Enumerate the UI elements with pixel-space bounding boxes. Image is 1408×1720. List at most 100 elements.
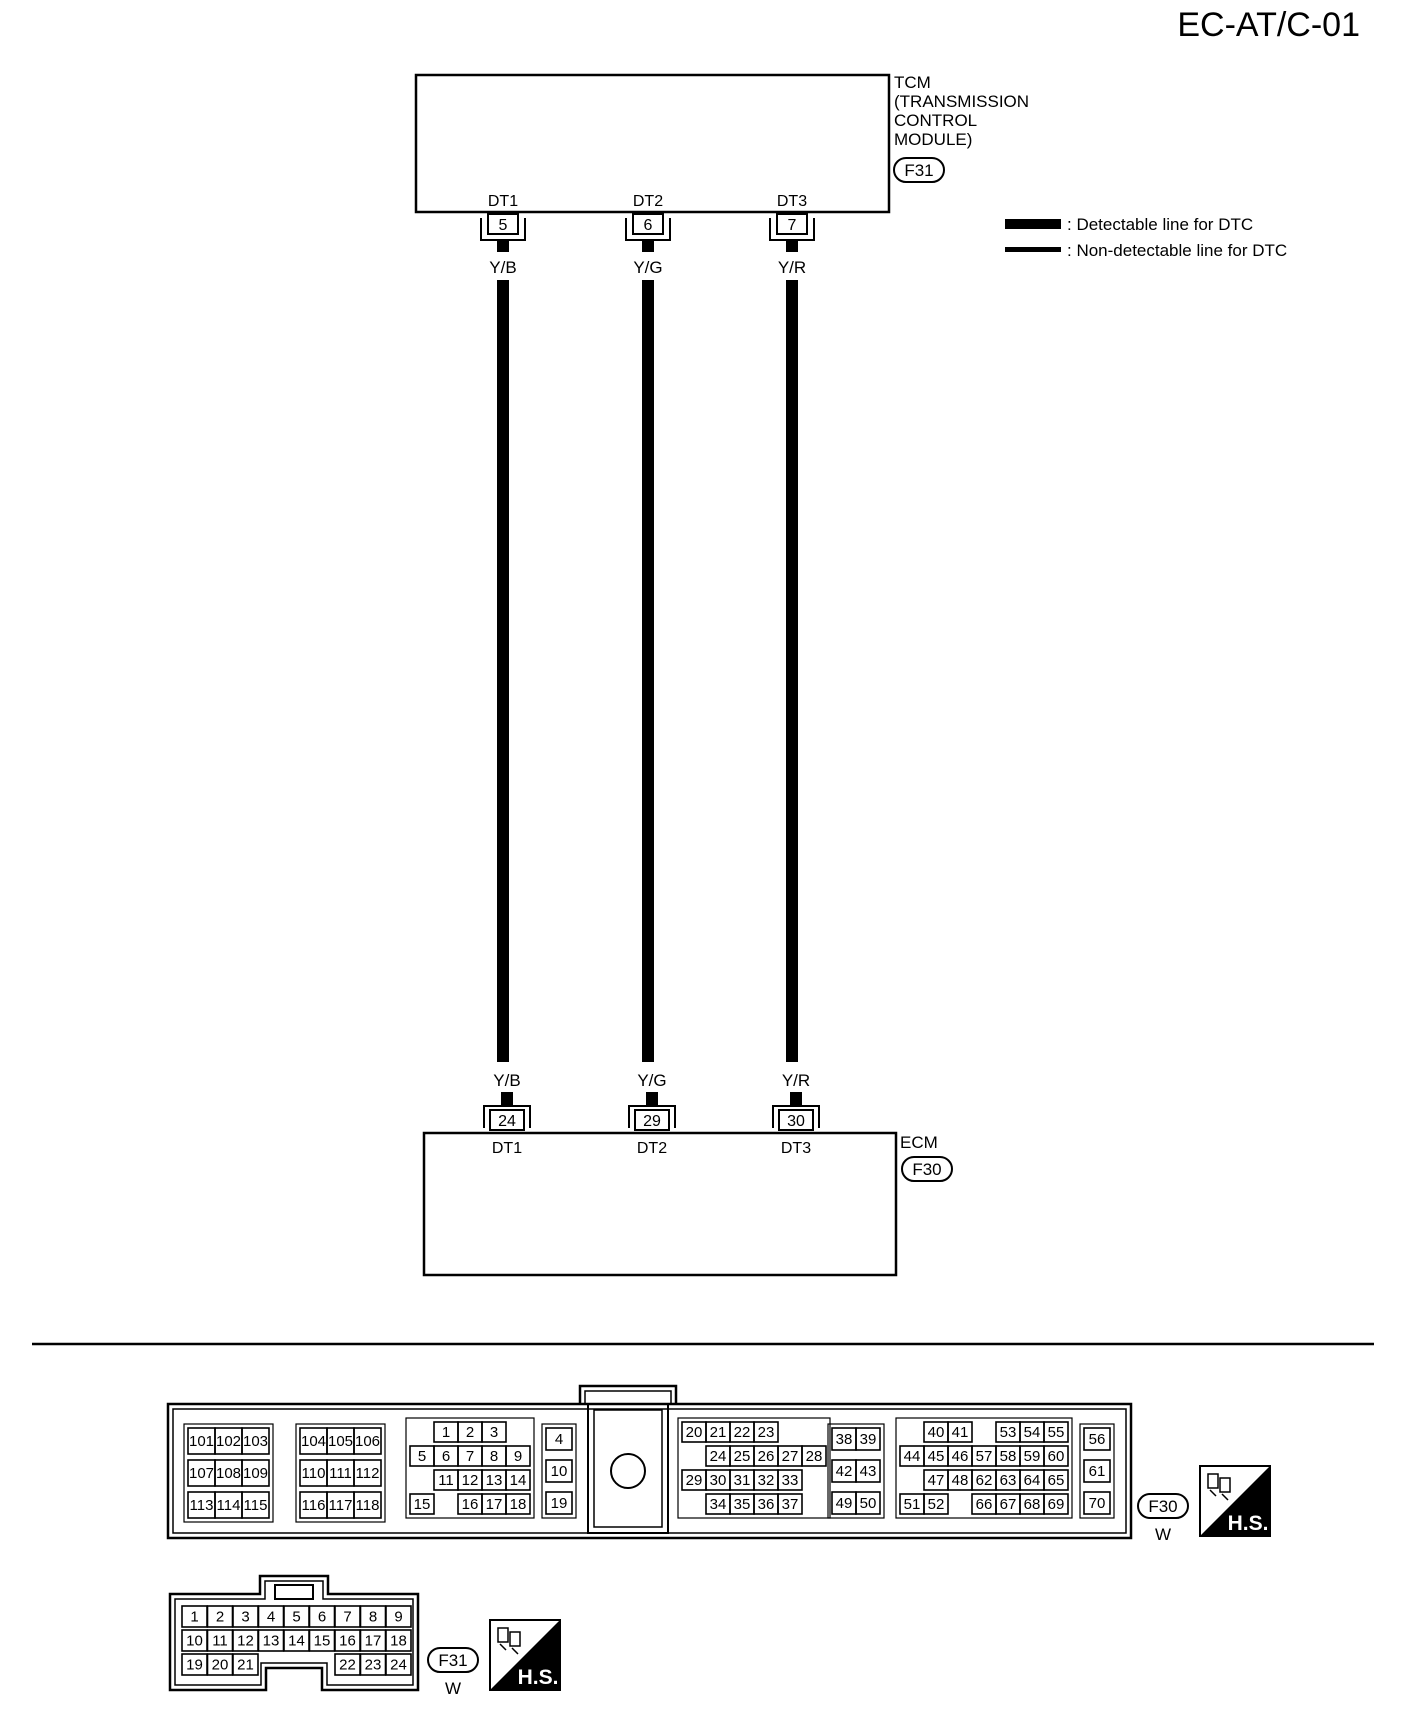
pin-number: 21 [237, 1657, 254, 1674]
pin-number: 66 [976, 1496, 993, 1513]
pin-number: 50 [860, 1495, 877, 1512]
pin-cavity: 53 [995, 1421, 1021, 1443]
wire-dt1: DT1 5 Y/B Y/B 24 DT1 [480, 193, 531, 1157]
pin-number: 13 [486, 1472, 503, 1489]
pin-cavity: 18 [505, 1493, 531, 1515]
pin-cavity: 110 [299, 1459, 328, 1487]
pin-group-frame [827, 1423, 885, 1519]
pin-number: 111 [329, 1465, 352, 1482]
pin-number: 107 [189, 1465, 214, 1482]
ecm-pin-number: 29 [643, 1113, 661, 1130]
pin-cavity: 15 [308, 1629, 336, 1652]
pin-cavity: 50 [855, 1491, 881, 1515]
pin-cavity: 22 [729, 1421, 755, 1443]
pin-cavity: 2 [206, 1605, 234, 1628]
pin-number: 6 [318, 1609, 326, 1626]
pin-cavity: 111 [326, 1459, 355, 1487]
pin-group-frame [677, 1417, 831, 1519]
wire-dt3: DT3 7 Y/R Y/R 30 DT3 [769, 193, 820, 1157]
pin-cavity: 52 [923, 1493, 949, 1515]
pin-number: 25 [734, 1448, 751, 1465]
pin-cavity: 4 [545, 1427, 573, 1451]
pin-cavity: 103 [241, 1427, 270, 1455]
pin-number: 31 [734, 1472, 751, 1489]
tcm-terminal-name: DT2 [633, 193, 663, 210]
pin-cavity: 58 [995, 1445, 1021, 1467]
tcm-module: TCM (TRANSMISSION CONTROL MODULE) F31 [414, 73, 1029, 214]
pin-cavity: 8 [481, 1445, 507, 1467]
pin-number: 20 [686, 1424, 703, 1441]
pin-cavity: 25 [729, 1445, 755, 1467]
pin-number: 11 [438, 1472, 454, 1489]
pin-number: 108 [216, 1465, 241, 1482]
pin-cavity: 37 [777, 1493, 803, 1515]
pin-number: 4 [267, 1609, 275, 1626]
pin-number: 37 [782, 1496, 799, 1513]
pin-number: 52 [928, 1496, 945, 1513]
pin-cavity: 66 [971, 1493, 997, 1515]
legend: : Detectable line for DTC : Non-detectab… [1005, 215, 1287, 260]
ecm-view-color-code: W [1155, 1525, 1171, 1544]
pin-number: 118 [356, 1497, 380, 1514]
pin-number: 36 [758, 1496, 775, 1513]
pin-number: 39 [860, 1431, 877, 1448]
pin-cavity: 116 [299, 1491, 328, 1519]
pin-number: 18 [510, 1496, 527, 1513]
pin-cavity: 109 [241, 1459, 270, 1487]
hs-badge-label: H.S. [1228, 1512, 1269, 1535]
pin-cavity: 27 [777, 1445, 803, 1467]
ecm-connector-lock [587, 1403, 669, 1534]
pin-number: 8 [490, 1448, 498, 1465]
pin-cavity: 68 [1019, 1493, 1045, 1515]
pin-cavity: 32 [753, 1469, 779, 1491]
pin-cavity: 106 [353, 1427, 382, 1455]
page-code: EC-AT/C-01 [1177, 6, 1360, 44]
pin-number: 69 [1048, 1496, 1065, 1513]
pin-number: 12 [462, 1472, 479, 1489]
pin-cavity: 65 [1043, 1469, 1069, 1491]
pin-cavity: 8 [359, 1605, 387, 1628]
pin-cavity: 67 [995, 1493, 1021, 1515]
pin-number: 5 [418, 1448, 426, 1465]
pin-number: 7 [343, 1609, 351, 1626]
pin-cavity: 5 [409, 1445, 435, 1467]
ecm-pin-number: 24 [498, 1113, 516, 1130]
pin-cavity: 36 [753, 1493, 779, 1515]
pin-number: 3 [490, 1424, 498, 1441]
pin-number: 117 [329, 1497, 353, 1514]
tcm-view-color-code: W [445, 1679, 461, 1698]
pin-number: 58 [1000, 1448, 1017, 1465]
tcm-terminal-name: DT3 [777, 193, 807, 210]
connector-plug-icon [1207, 1473, 1231, 1501]
ecm-pin-number: 30 [787, 1113, 805, 1130]
pin-number: 1 [442, 1424, 450, 1441]
pin-cavity: 118 [353, 1491, 382, 1519]
pin-cavity: 101 [187, 1427, 216, 1455]
pin-cavity: 20 [206, 1653, 234, 1676]
pin-number: 67 [1000, 1496, 1017, 1513]
pin-number: 15 [414, 1496, 431, 1513]
pin-number: 22 [339, 1657, 356, 1674]
pin-number: 34 [710, 1496, 727, 1513]
tcm-terminal-name: DT1 [488, 193, 518, 210]
pin-number: 23 [365, 1657, 382, 1674]
pin-cavity: 1 [433, 1421, 459, 1443]
pin-cavity: 108 [214, 1459, 243, 1487]
pin-cavity: 17 [481, 1493, 507, 1515]
pin-cavity: 18 [385, 1629, 412, 1652]
pin-cavity: 12 [232, 1629, 259, 1652]
pin-cavity: 16 [334, 1629, 361, 1652]
pin-cavity: 23 [753, 1421, 779, 1443]
pin-cavity: 2 [457, 1421, 483, 1443]
pin-number: 102 [216, 1433, 241, 1450]
pin-cavity: 64 [1019, 1469, 1045, 1491]
pin-number: 24 [390, 1657, 407, 1674]
pin-number: 11 [212, 1633, 228, 1650]
pin-number: 55 [1048, 1424, 1065, 1441]
pin-cavity: 26 [753, 1445, 779, 1467]
pin-cavity: 35 [729, 1493, 755, 1515]
pin-cavity: 13 [257, 1629, 285, 1652]
pin-cavity: 30 [705, 1469, 731, 1491]
pin-cavity: 13 [481, 1469, 507, 1491]
